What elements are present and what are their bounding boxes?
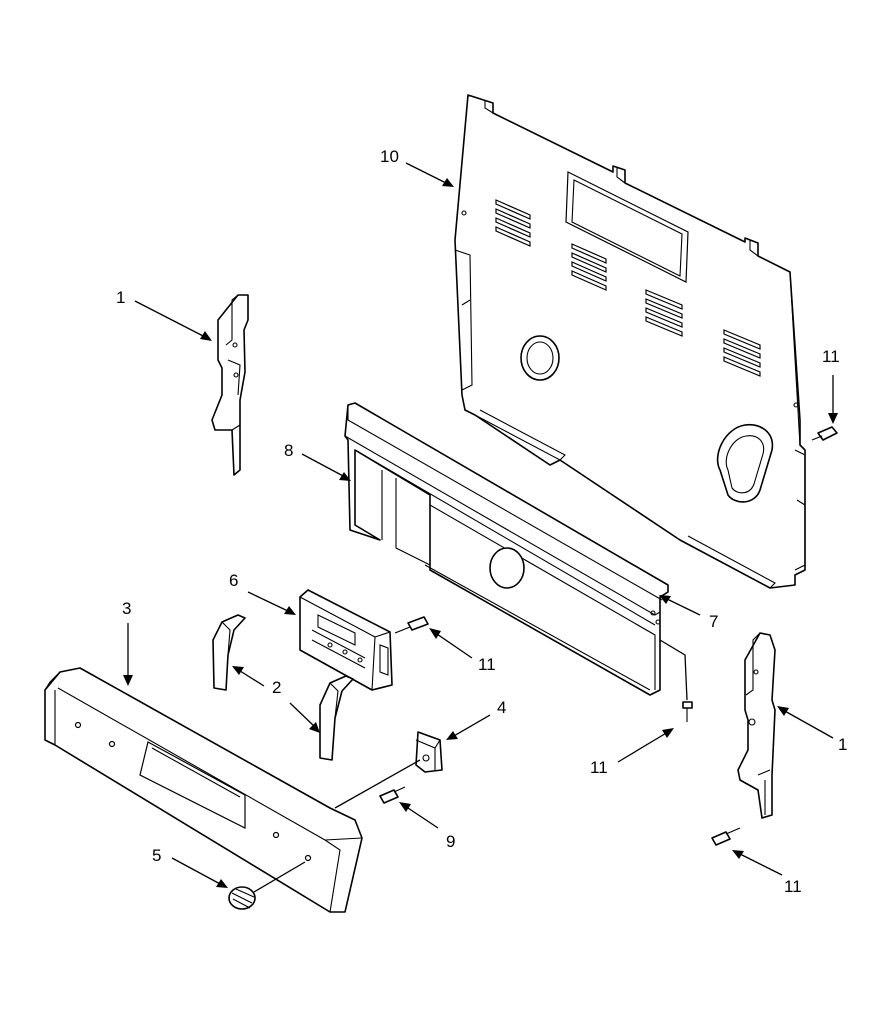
part-5-knob	[228, 861, 306, 910]
callout-5: 5	[152, 846, 161, 865]
callout-1-right: 1	[838, 735, 847, 754]
callout-labels: 1 10 8 3 6 2 4 11 7 11 11 1 9 11 5	[116, 147, 847, 896]
callout-11-side: 11	[784, 877, 802, 896]
callout-11-rear: 11	[822, 347, 840, 366]
part-3-control-panel	[44, 667, 363, 913]
callout-11-bracket: 11	[590, 758, 608, 777]
callout-3: 3	[122, 599, 131, 618]
callout-11-control: 11	[478, 655, 496, 674]
callout-10: 10	[380, 147, 399, 166]
leader-lines	[123, 162, 838, 888]
callout-9: 9	[446, 832, 455, 851]
part-6-electronic-control	[299, 589, 393, 691]
screws	[379, 426, 838, 846]
callout-2: 2	[272, 678, 281, 697]
callout-8: 8	[284, 441, 293, 460]
callout-1-left: 1	[116, 288, 125, 307]
part-1-left-side-bracket	[211, 294, 249, 476]
vent-louvers	[495, 199, 761, 377]
part-4-switch	[334, 731, 443, 809]
part-8-support-bracket	[344, 402, 669, 696]
part-2-brackets	[212, 614, 354, 761]
callout-7: 7	[709, 612, 718, 631]
part-1-right-side-bracket	[737, 632, 776, 819]
callout-4: 4	[497, 698, 506, 717]
callout-6: 6	[229, 571, 238, 590]
part-10-rear-panel	[454, 94, 806, 589]
